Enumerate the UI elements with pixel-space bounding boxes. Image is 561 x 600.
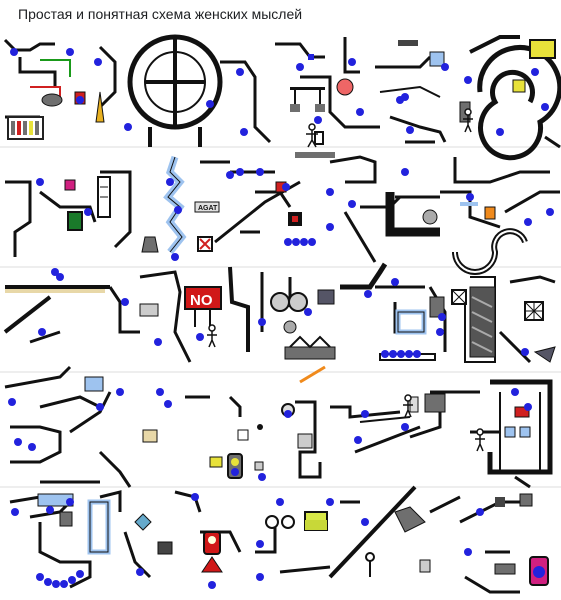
stick-figures bbox=[207, 108, 485, 452]
panel-grid bbox=[0, 146, 561, 488]
row-2-details: AGAT bbox=[64, 152, 496, 253]
row-4-machinery bbox=[4, 365, 553, 489]
row-3-machinery bbox=[3, 262, 556, 364]
rube-goldberg-diagram: AGAT NO bbox=[0, 32, 561, 600]
row-5-machinery bbox=[9, 485, 520, 594]
row-2-machinery bbox=[5, 155, 560, 275]
blue-nodes bbox=[8, 48, 554, 589]
row-3-details: NO bbox=[5, 286, 556, 363]
row-4-details bbox=[84, 365, 531, 479]
no-sign: NO bbox=[190, 292, 213, 309]
row-1-machinery bbox=[3, 34, 561, 161]
row-1-details bbox=[7, 39, 556, 145]
row-5-details bbox=[37, 493, 549, 586]
post-caption: Простая и понятная схема женских мыслей bbox=[18, 6, 303, 22]
agat-label: AGAT bbox=[198, 205, 218, 212]
